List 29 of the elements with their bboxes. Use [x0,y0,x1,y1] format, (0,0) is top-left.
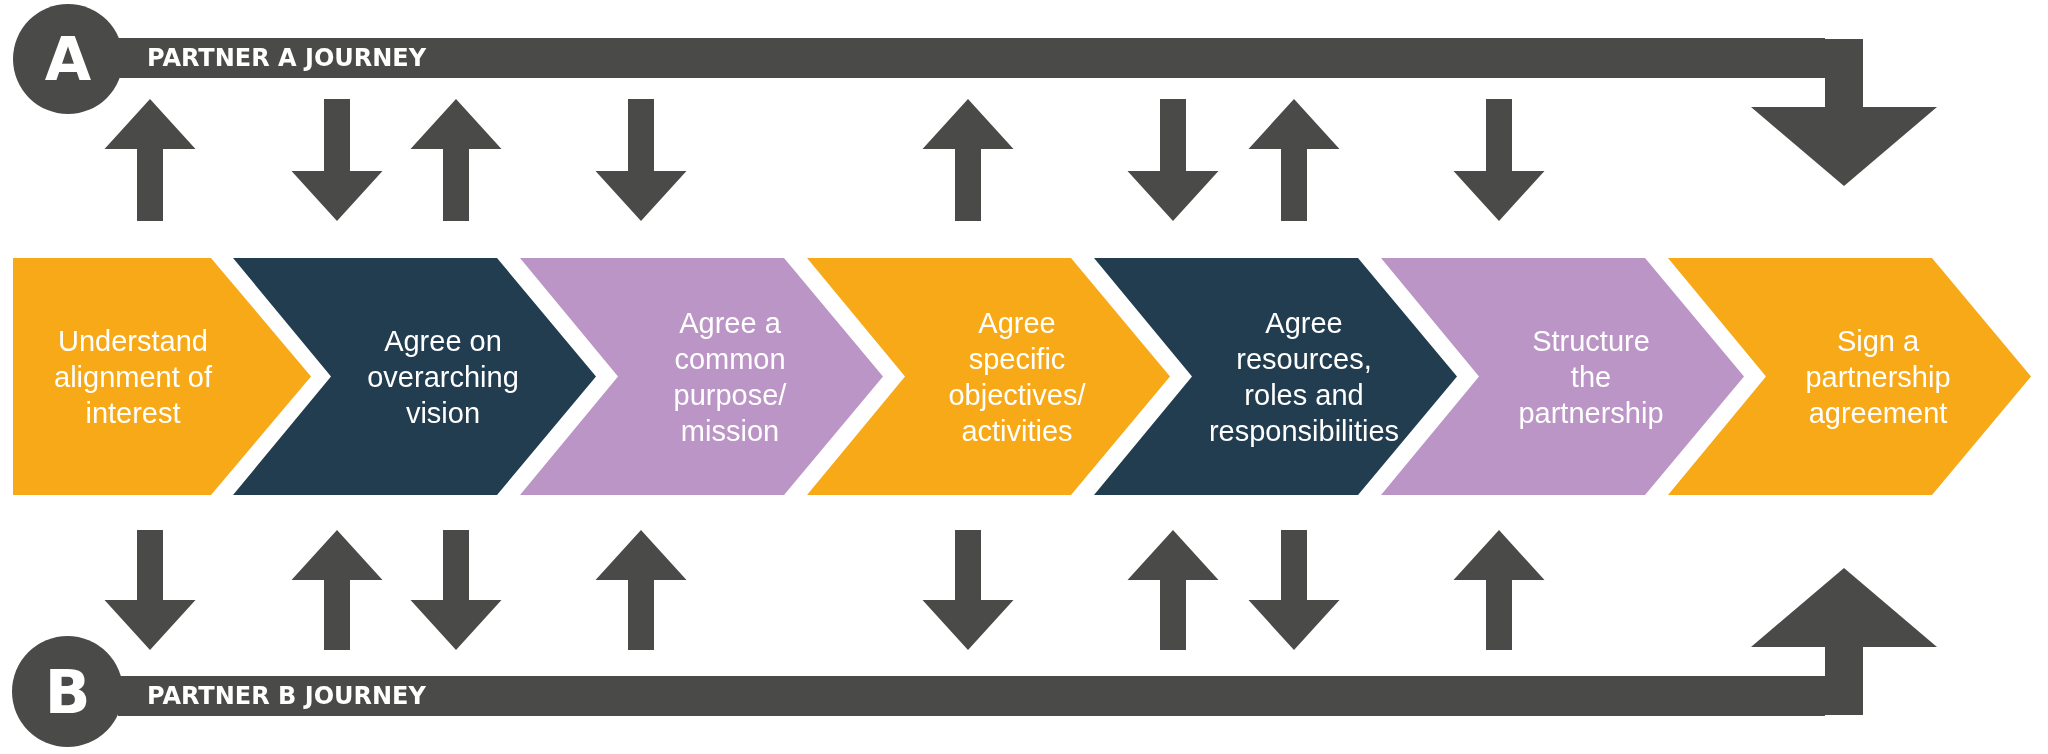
arrow [922,99,1014,221]
arrow [104,530,196,650]
partner-letter: B [44,661,91,722]
arrow [1453,99,1545,221]
journey-label: PARTNER B JOURNEY [147,684,426,708]
step-label: Understand alignment of interest [53,323,213,431]
arrow [410,99,502,221]
partner-letter: A [44,29,92,89]
step-label: Sign a partnership agreement [1804,323,1952,431]
arrow [291,99,383,221]
arrow [1751,568,1937,715]
step-label: Agree specific objectives/ activities [947,305,1087,449]
journey-label: PARTNER A JOURNEY [147,46,427,70]
step-label: Structure the partnership [1517,323,1665,431]
arrow [595,99,687,221]
arrow [410,530,502,650]
arrow [1248,99,1340,221]
step-label: Agree on overarching vision [366,323,520,431]
arrow [104,99,196,221]
arrow [1453,530,1545,650]
arrow [1751,39,1937,186]
arrow [291,530,383,650]
arrow [1127,530,1219,650]
arrow [1127,99,1219,221]
arrow [1248,530,1340,650]
step-label: Agree resources, roles and responsibilities [1207,305,1401,449]
arrow [595,530,687,650]
step-label: Agree a common purpose/ mission [672,305,788,449]
arrow [922,530,1014,650]
